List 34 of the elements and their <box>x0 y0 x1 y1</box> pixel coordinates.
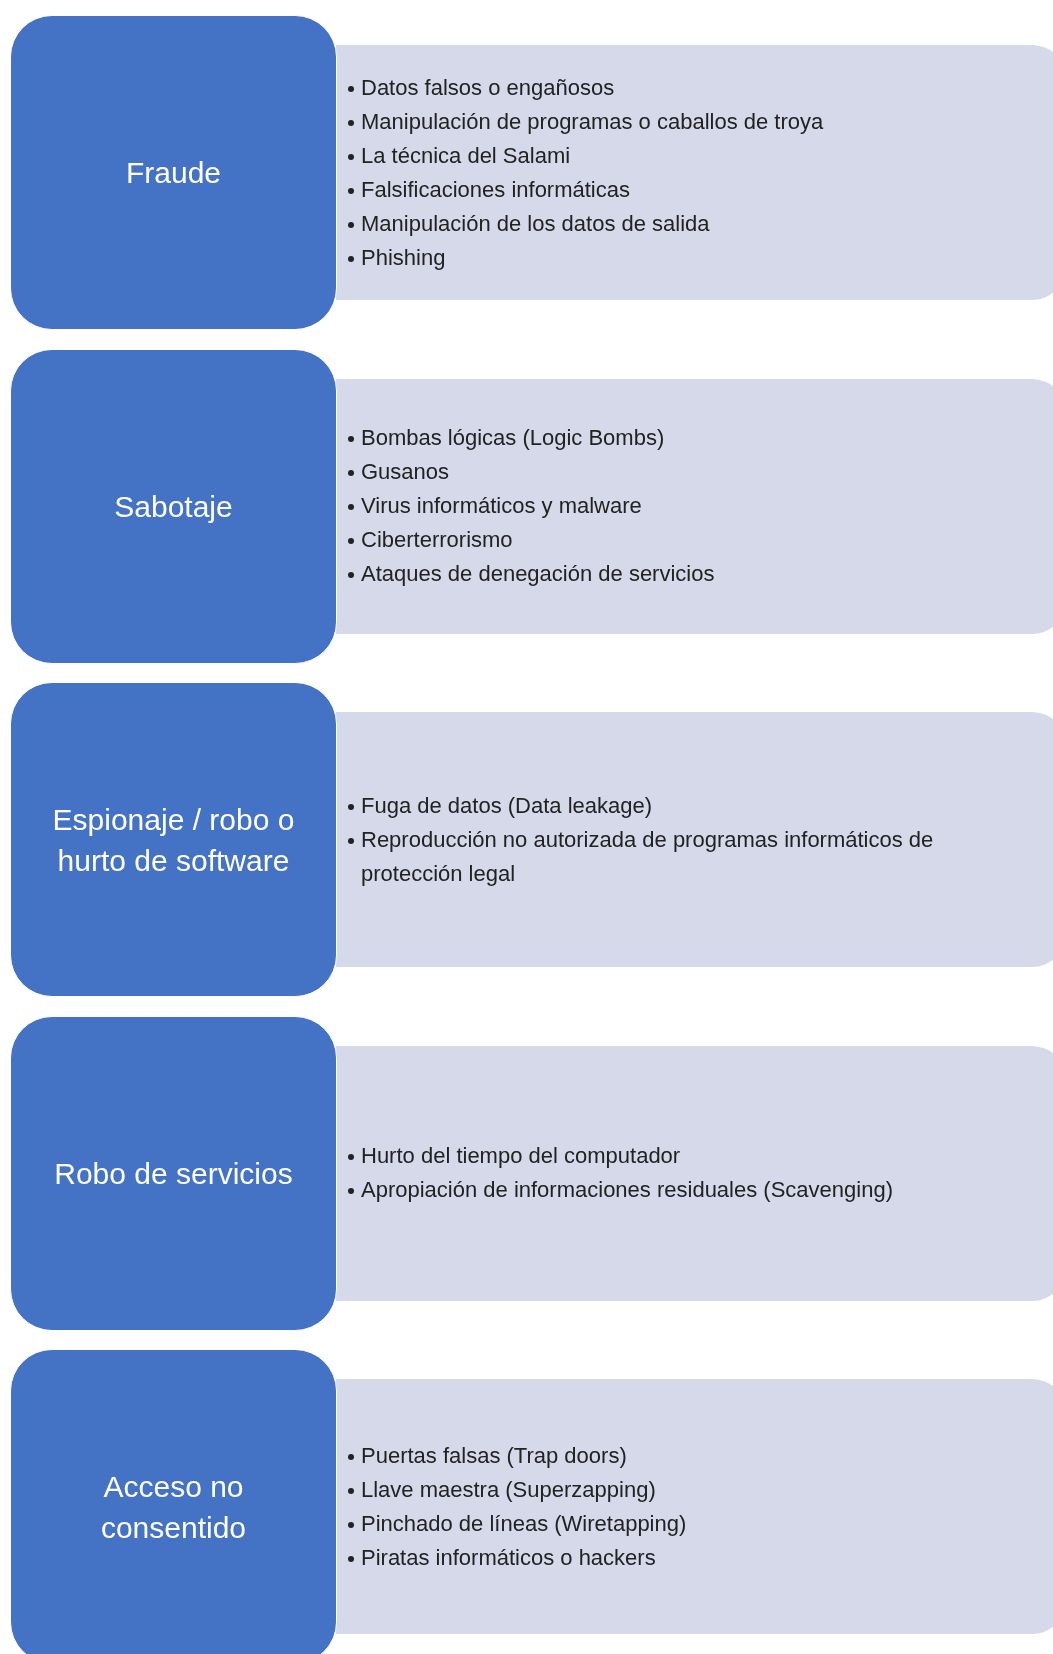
bullet-item: Manipulación de los datos de salida <box>348 206 824 241</box>
bullet-item: Reproducción no autorizada de programas informáticos de protección legal <box>348 822 996 891</box>
bullet-item: Phishing <box>348 240 824 275</box>
bullet-item: Fuga de datos (Data leakage) <box>348 788 996 823</box>
list-panel <box>336 1045 1053 1301</box>
category-title: Fraude <box>125 155 222 191</box>
bullet-item: Virus informáticos y malware <box>348 489 715 523</box>
bullet-item: Falsificaciones informáticas <box>348 172 824 207</box>
category-title: Espionaje / robo o hurto de software <box>51 801 296 879</box>
bullet-item: Puertas falsas (Trap doors) <box>348 1438 687 1473</box>
bullet-item: Ataques de denegación de servicios <box>348 557 715 591</box>
category-title: Sabotaje <box>114 488 233 525</box>
bullet-item: Datos falsos o engañosos <box>348 70 824 105</box>
bullet-item: Manipulación de programas o caballos de troya <box>348 104 824 139</box>
bullet-item: La técnica del Salami <box>348 138 824 173</box>
list-panel <box>336 712 1053 967</box>
bullet-item: Piratas informáticos o hackers <box>348 1540 687 1575</box>
category-title: Acceso no consentido <box>99 1468 248 1546</box>
bullet-item: Apropiación de informaciones residuales (Scavenging) <box>348 1173 893 1207</box>
list-panel <box>336 378 1053 634</box>
bullet-item: Ciberterrorismo <box>348 523 715 557</box>
list-panel <box>336 45 1053 300</box>
bullet-item: Hurto del tiempo del computador <box>348 1139 893 1173</box>
category-box <box>10 348 337 664</box>
category-title: Robo de servicios <box>54 1155 293 1192</box>
category-box <box>10 15 337 330</box>
bullet-item: Gusanos <box>348 455 715 489</box>
bullet-item: Pinchado de líneas (Wiretapping) <box>348 1506 687 1541</box>
category-box <box>10 682 337 997</box>
bullet-item: Llave maestra (Superzapping) <box>348 1472 687 1507</box>
category-box <box>10 1349 337 1654</box>
bullet-item: Bombas lógicas (Logic Bombs) <box>348 421 715 455</box>
list-panel <box>336 1379 1053 1634</box>
category-box <box>10 1015 337 1331</box>
